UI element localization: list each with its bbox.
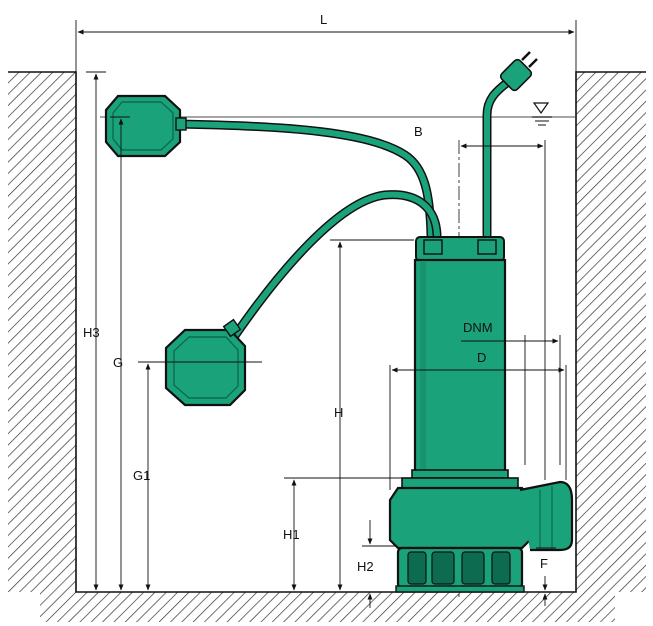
power-plug-icon [499, 51, 538, 92]
label-G: G [113, 355, 123, 370]
label-DNM: DNM [463, 320, 493, 335]
pit-outline [8, 71, 646, 593]
dimension-lines [75, 20, 577, 608]
label-B: B [414, 124, 423, 139]
label-D: D [477, 350, 486, 365]
label-H2: H2 [357, 559, 374, 574]
label-G1: G1 [133, 468, 150, 483]
ground-bottom [40, 592, 615, 622]
ground-right [576, 72, 646, 592]
submersible-pump [388, 236, 574, 593]
discharge-outlet [519, 480, 574, 552]
pit-ground [8, 71, 646, 622]
label-F: F [540, 556, 548, 571]
label-H3: H3 [83, 325, 100, 340]
float-cables [173, 77, 513, 345]
upper-float-cable [173, 119, 436, 240]
pump-housing [388, 486, 532, 550]
upper-float [104, 94, 187, 158]
lower-float-cable [227, 190, 442, 345]
water-level-triangle-icon [532, 102, 552, 126]
ground-left [8, 72, 76, 592]
label-L: L [320, 12, 327, 27]
label-H1: H1 [283, 527, 300, 542]
dimension-labels: L B DNM D H3 G G1 H H1 H2 F [83, 12, 548, 574]
pump-motor-casing [413, 258, 507, 474]
label-H: H [334, 405, 343, 420]
